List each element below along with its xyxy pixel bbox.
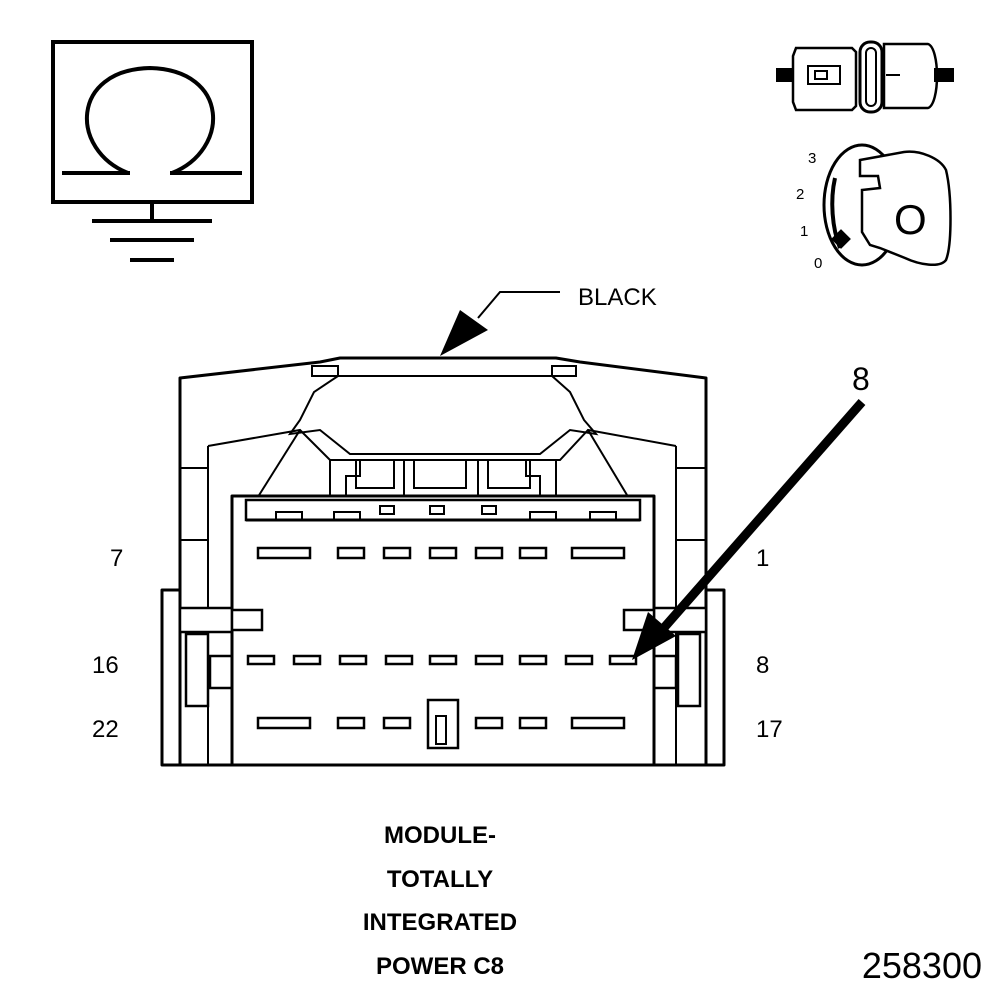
caption-line-1: MODULE- <box>384 822 496 849</box>
pin-row-2 <box>246 654 638 666</box>
pin-cavity <box>256 546 312 560</box>
pin-cavity <box>382 716 412 730</box>
pin-cavity <box>474 654 504 666</box>
key-position-1: 1 <box>800 223 808 240</box>
pin-label-16: 16 <box>92 652 119 679</box>
caption-line-3: INTEGRATED <box>363 909 517 936</box>
caption-line-4: POWER C8 <box>376 953 504 980</box>
pin-row-1 <box>256 546 626 560</box>
pin-cavity <box>336 716 366 730</box>
pin-cavity <box>564 654 594 666</box>
connector-disconnect-icon <box>776 40 954 114</box>
pin-cavity <box>338 654 368 666</box>
pin-cavity <box>570 546 626 560</box>
pin-cavity <box>518 654 548 666</box>
pin-label-8: 8 <box>756 652 769 679</box>
pin-cavity <box>382 546 412 560</box>
connector-body <box>160 356 726 767</box>
pin-cavity <box>474 546 504 560</box>
color-callout-arrow <box>440 291 560 356</box>
connector-color-label: BLACK <box>578 284 657 311</box>
key-position-3: 3 <box>808 150 816 167</box>
caption-line-2: TOTALLY <box>387 866 493 893</box>
pin-cavity <box>246 654 276 666</box>
key-label: O <box>894 196 927 243</box>
pin-cavity <box>292 654 322 666</box>
pin-label-1: 1 <box>756 545 769 572</box>
pin-cavity <box>384 654 414 666</box>
key-position-2: 2 <box>796 186 804 203</box>
pin-label-22: 22 <box>92 716 119 743</box>
pin-cavity <box>336 546 366 560</box>
pin-cavity <box>428 546 458 560</box>
pin-cavity <box>256 716 312 730</box>
ohmmeter-icon <box>51 40 254 262</box>
pin-cavity <box>518 546 548 560</box>
pin-label-7: 7 <box>110 545 123 572</box>
pin-cavity <box>608 654 638 666</box>
pin-cavity <box>570 716 626 730</box>
key-position-0: 0 <box>814 255 822 272</box>
pin-cavity <box>428 654 458 666</box>
ignition-key-icon: 3 2 1 0 O <box>796 143 952 272</box>
pin-callout-arrow <box>632 399 866 660</box>
pin-label-17: 17 <box>756 716 783 743</box>
figure-number: 258300 <box>862 945 982 986</box>
pin-cavity <box>474 716 504 730</box>
pin-cavity <box>518 716 548 730</box>
pin-callout-label: 8 <box>852 361 870 397</box>
pin-row-3 <box>256 716 626 730</box>
